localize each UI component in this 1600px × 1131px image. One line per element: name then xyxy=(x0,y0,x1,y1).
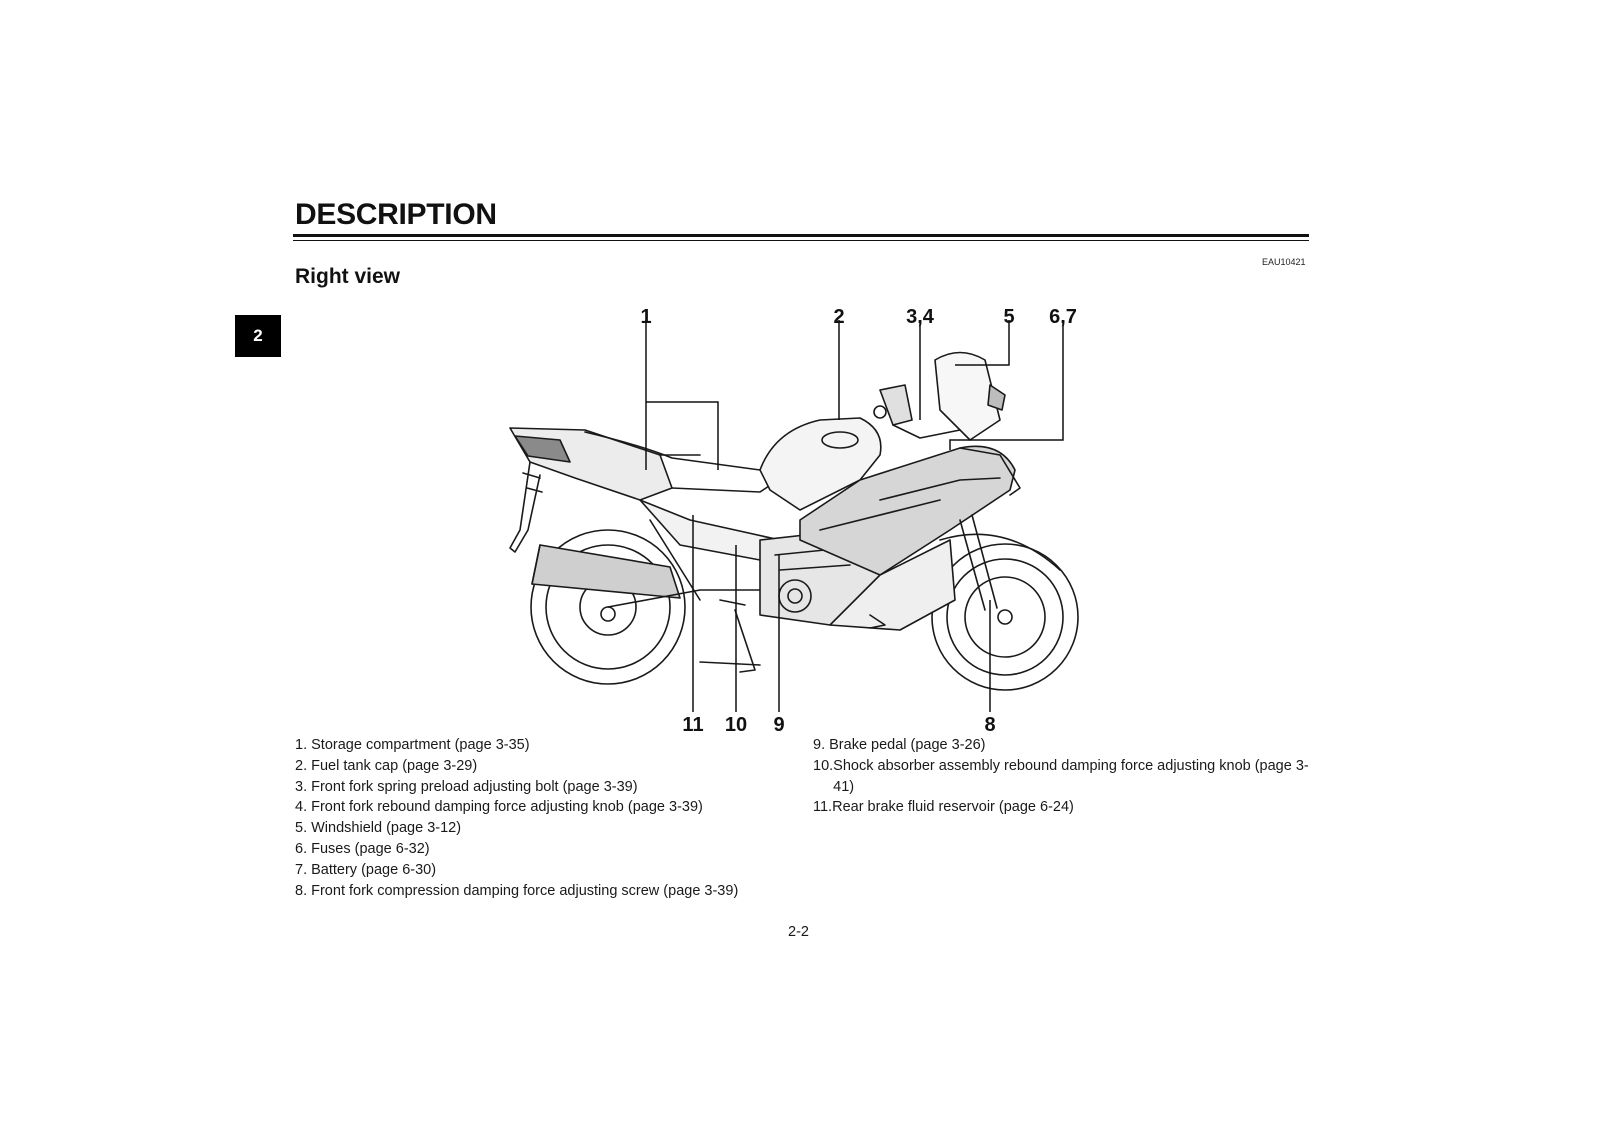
list-item: 1. Storage compartment (page 3-35) xyxy=(295,737,530,753)
callout-leader-lines xyxy=(645,320,1064,712)
callout-11: 11 xyxy=(682,714,703,736)
title-rule-thick xyxy=(293,234,1309,237)
list-item: 5. Windshield (page 3-12) xyxy=(295,820,462,837)
list-item: 3. Front fork spring preload adjusting b… xyxy=(295,778,638,795)
callout-10: 10 xyxy=(725,714,747,736)
motorcycle-illustration xyxy=(509,351,1079,691)
page-title: DESCRIPTION xyxy=(295,198,497,231)
list-item: 2. Fuel tank cap (page 3-29) xyxy=(295,757,478,774)
list-item: 7. Battery (page 6-30) xyxy=(295,861,437,878)
callout-9: 9 xyxy=(773,714,784,736)
callout-3-4: 3,4 xyxy=(906,306,935,328)
list-item: 4. Front fork rebound damping force adju… xyxy=(295,799,703,816)
chapter-tab: 2 xyxy=(235,315,281,357)
document-code: EAU10421 xyxy=(1262,257,1306,267)
page-number: 2-2 xyxy=(788,924,809,940)
callout-8: 8 xyxy=(984,714,995,736)
list-item: 10.Shock absorber assembly rebound dampi… xyxy=(813,757,1309,795)
list-item: 8. Front fork compression damping force … xyxy=(295,882,739,899)
title-rule-thin xyxy=(293,240,1309,241)
callout-5: 5 xyxy=(1003,306,1014,328)
callout-2: 2 xyxy=(833,306,844,328)
parts-list-left: 1. Storage compartment (page 3-35) 2. Fu… xyxy=(295,735,795,901)
callout-6-7: 6,7 xyxy=(1049,306,1077,328)
list-item: 9. Brake pedal (page 3-26) xyxy=(813,737,986,753)
section-subtitle: Right view xyxy=(295,265,401,288)
parts-list-right: 9. Brake pedal (page 3-26) 10.Shock abso… xyxy=(813,735,1313,818)
list-item: 11.Rear brake fluid reservoir (page 6-24… xyxy=(813,799,1074,816)
list-item: 6. Fuses (page 6-32) xyxy=(295,840,430,857)
callout-1: 1 xyxy=(640,306,651,328)
